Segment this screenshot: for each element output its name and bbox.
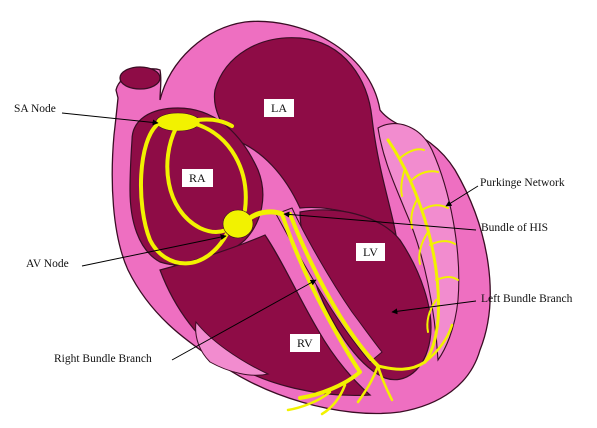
label-left-ventricle: LV xyxy=(356,243,385,261)
label-purkinje-network: Purkinge Network xyxy=(480,178,565,190)
label-left-atrium: LA xyxy=(264,99,294,117)
label-av-node: AV Node xyxy=(26,259,69,271)
vessel-opening xyxy=(120,67,160,89)
label-right-ventricle: RV xyxy=(290,334,320,352)
label-left-bundle-branch: Left Bundle Branch xyxy=(481,294,572,306)
label-right-bundle-branch: Right Bundle Branch xyxy=(54,354,152,366)
label-bundle-of-his: Bundle of HIS xyxy=(481,223,548,235)
av-node-shape xyxy=(223,210,253,238)
label-sa-node: SA Node xyxy=(14,104,56,116)
label-right-atrium: RA xyxy=(182,169,213,187)
sa-node-shape xyxy=(156,113,200,131)
